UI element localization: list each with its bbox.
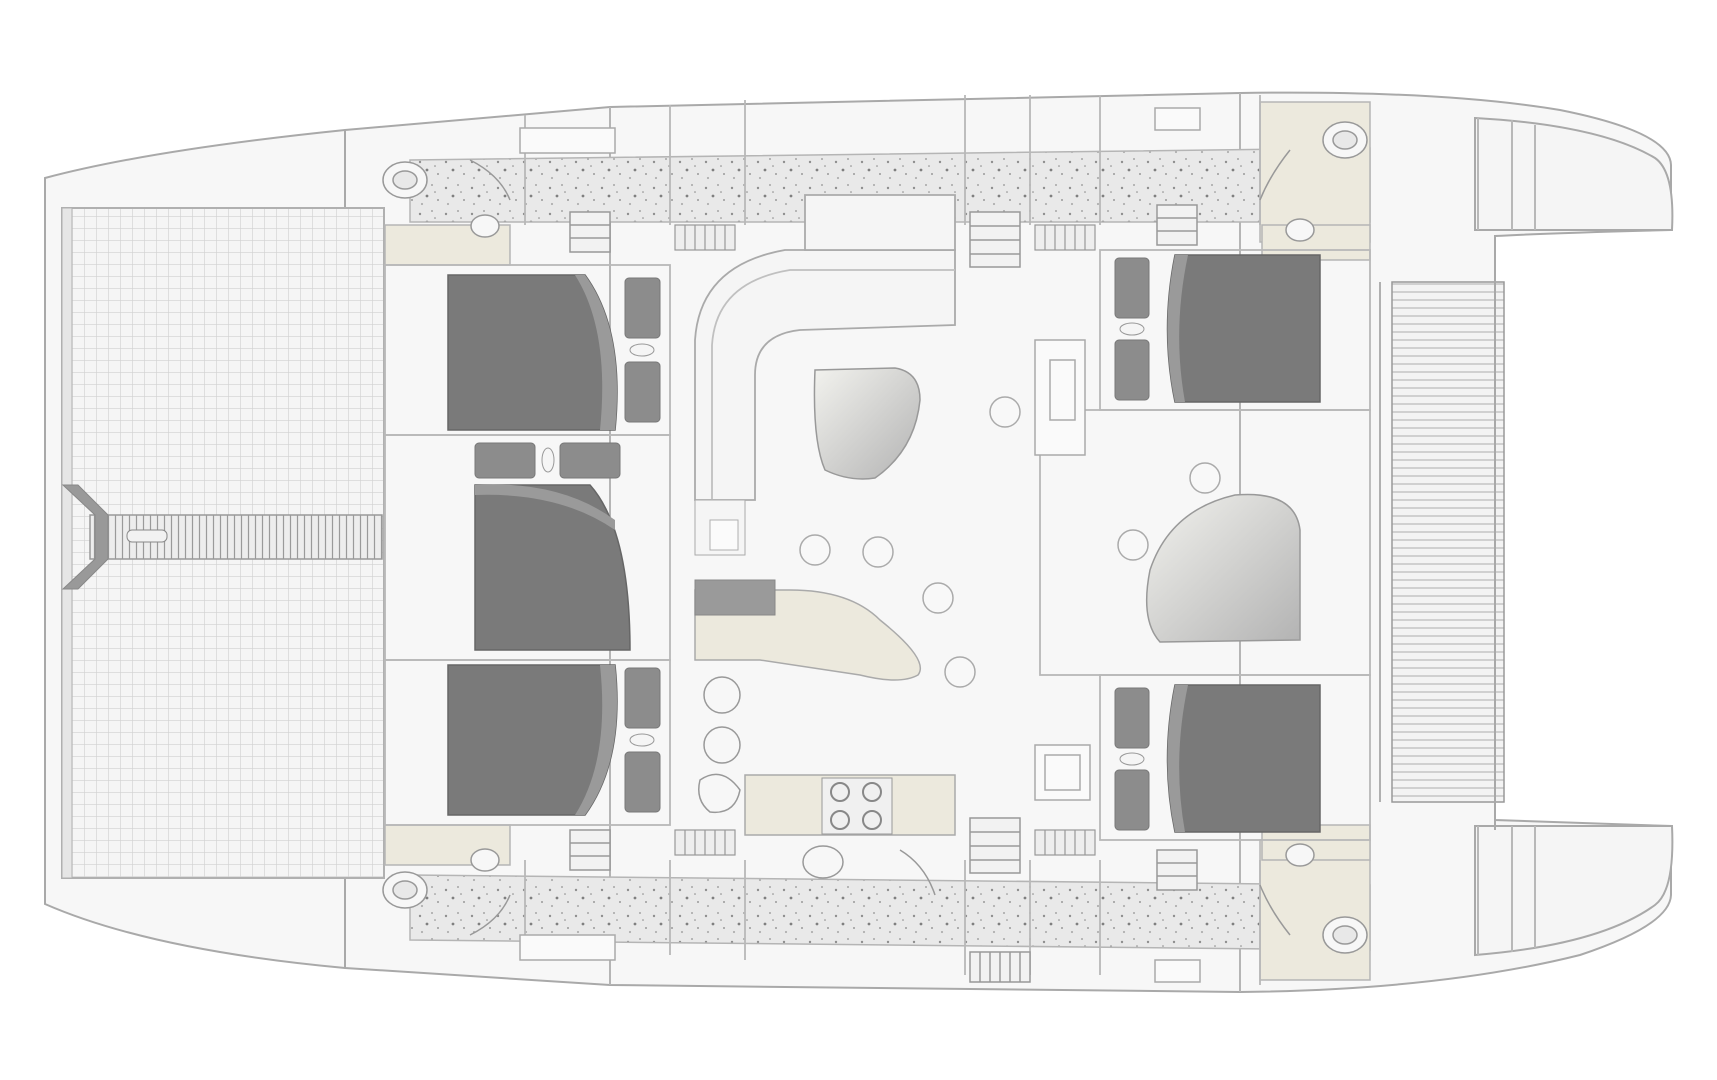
dining-table-icon	[813, 367, 921, 480]
pillow-icon	[1114, 687, 1150, 831]
cooktop-icon	[821, 777, 893, 835]
bed-icon	[474, 484, 631, 651]
corridor-top	[384, 101, 1371, 266]
bed-icon	[1166, 254, 1321, 403]
deck-hatch	[519, 107, 1201, 983]
boarding-ladder	[61, 484, 383, 590]
stairs-icon	[569, 204, 1198, 983]
bed-icon	[447, 274, 618, 431]
stool-icon	[799, 396, 1221, 688]
bow-net-bottom	[1474, 825, 1674, 957]
shower-icon	[469, 149, 1291, 936]
bed-icon	[447, 664, 618, 816]
cabin-walls	[384, 95, 1371, 985]
bow-net-top	[1474, 116, 1674, 231]
sink-icon	[698, 676, 741, 814]
pillow-icon	[474, 442, 621, 479]
pillow-icon	[1114, 257, 1150, 401]
salon-settee	[694, 194, 956, 501]
dining-table-icon	[1145, 493, 1301, 643]
pillow-icon	[624, 667, 661, 813]
pillow-icon	[624, 277, 661, 423]
stairs-icon	[674, 224, 1096, 856]
galley-counter	[694, 499, 956, 836]
forward-deck-grating	[1379, 235, 1505, 830]
corridor-bottom	[384, 824, 1371, 981]
toilet-icon	[382, 121, 1368, 954]
bed-icon	[1166, 684, 1321, 833]
